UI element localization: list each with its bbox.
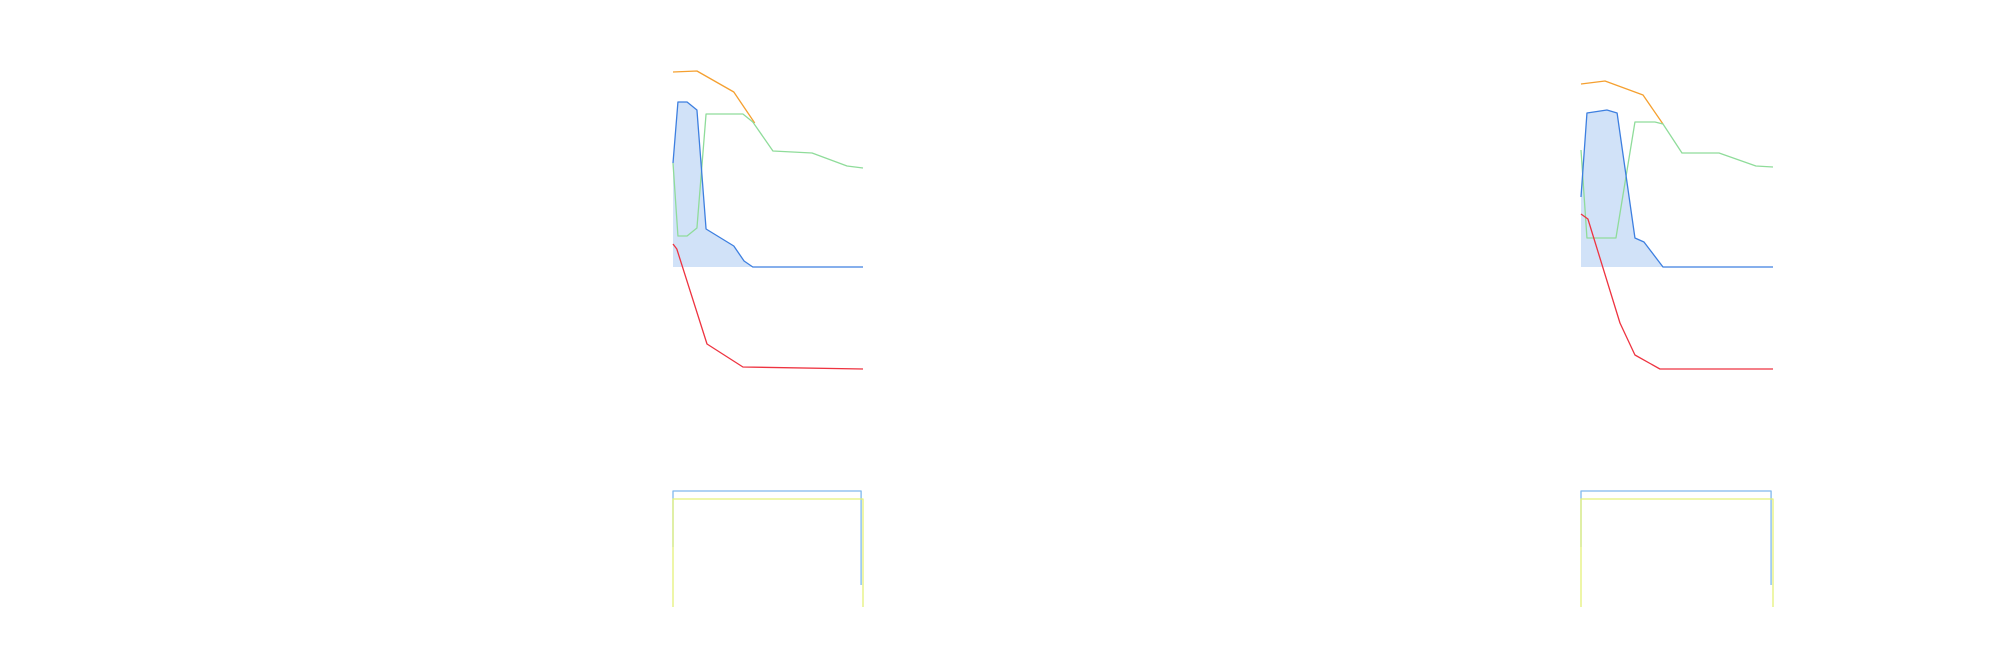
lower-series-line-2 (1580, 498, 1774, 607)
chart-panel-1 (672, 70, 864, 607)
series-line-4 (672, 243, 864, 370)
series-area-3 (1581, 110, 1773, 267)
series-line-3 (1580, 109, 1773, 268)
series-line-4 (1580, 213, 1773, 370)
series-line-3 (672, 101, 863, 268)
lower-series-line-1 (672, 490, 862, 585)
lower-series-line-1 (1580, 490, 1772, 585)
series-line-1 (1580, 80, 1664, 125)
series-area-3 (673, 102, 863, 267)
series-line-1 (672, 70, 756, 124)
chart-panel-2 (1580, 80, 1774, 607)
series-line-2 (672, 113, 864, 237)
lower-series-line-2 (672, 498, 864, 607)
series-line-2 (1580, 121, 1774, 239)
